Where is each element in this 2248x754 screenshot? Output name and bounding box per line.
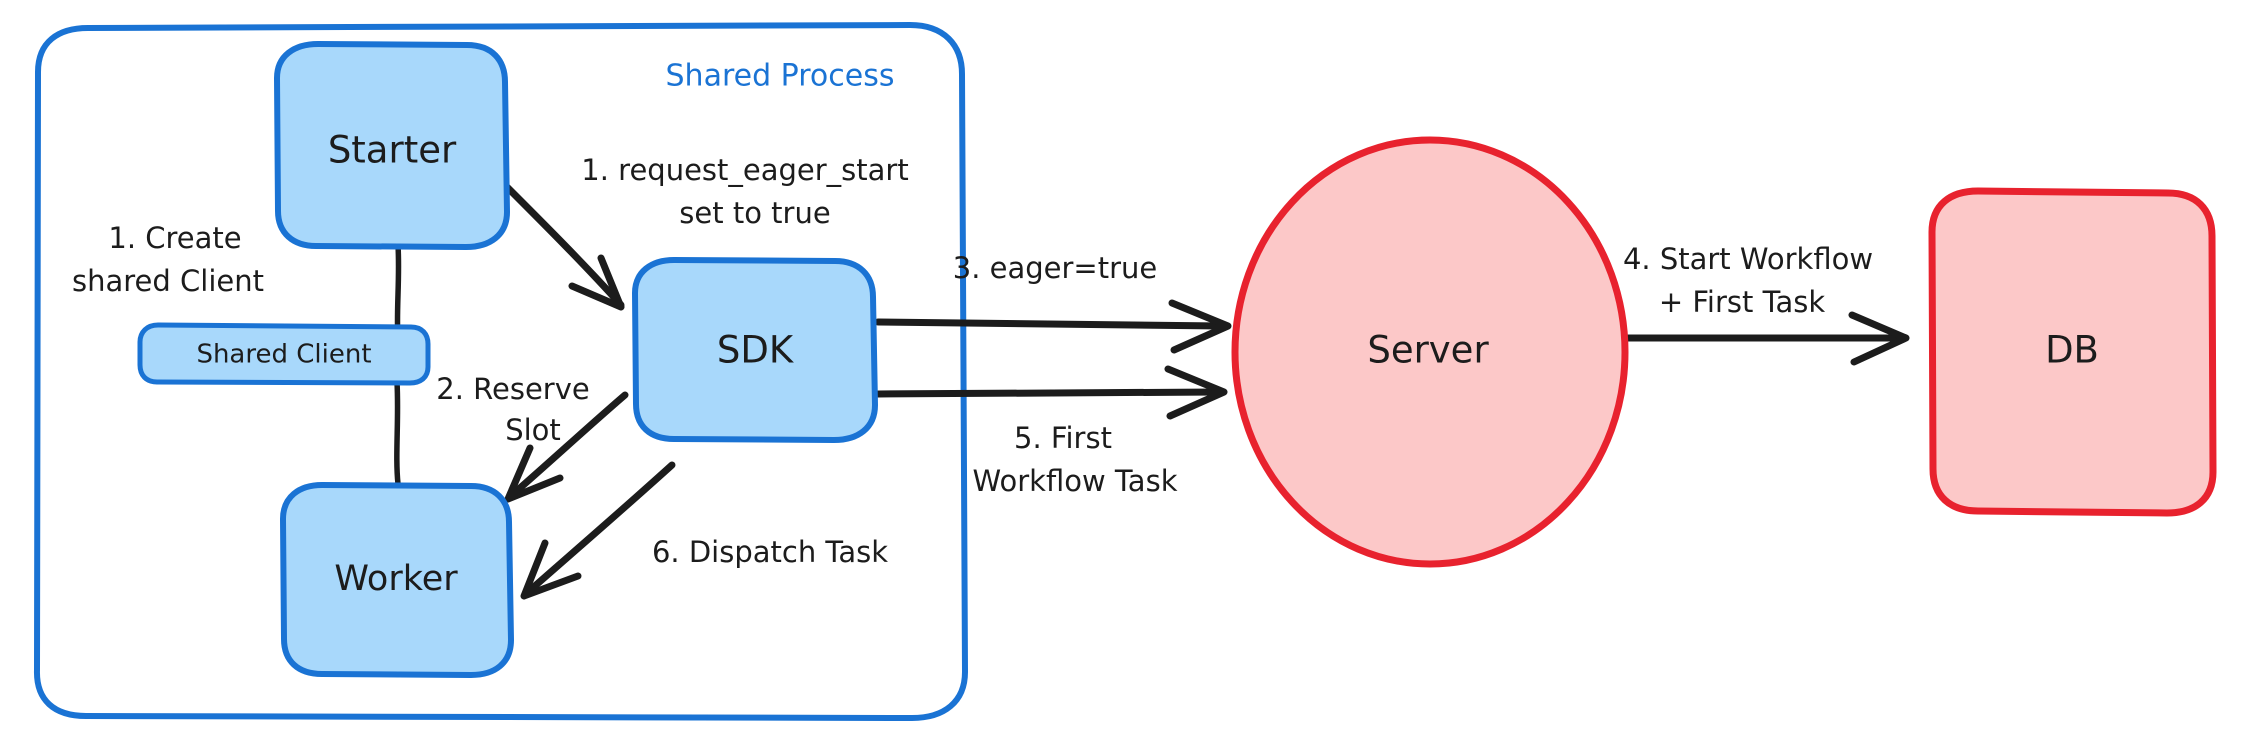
- node-server-label: Server: [1367, 329, 1489, 372]
- edge-eager-true-label: 3. eager=true: [953, 251, 1158, 285]
- edge-dispatch-task-arrowhead: [520, 539, 582, 600]
- node-shared-client-shape: [137, 322, 431, 386]
- node-db-label: DB: [2045, 329, 2099, 372]
- edge-eager-true: 3. eager=true: [874, 251, 1232, 354]
- edge-first-workflow-task-label-line1: 5. First: [1014, 421, 1112, 455]
- edge-eager-true-line: [874, 318, 1226, 330]
- edge-request-eager-start-label-line2: set to true: [679, 196, 830, 230]
- node-sdk-shape: [632, 257, 878, 443]
- node-server[interactable]: Server: [1231, 136, 1629, 568]
- edge-reserve-slot-arrowhead: [504, 444, 564, 503]
- node-db[interactable]: DB: [1928, 187, 2217, 517]
- edge-reserve-slot-label-line2: Slot: [505, 413, 561, 447]
- edge-start-workflow-label-line1: 4. Start Workflow: [1623, 242, 1873, 276]
- edge-dispatch-task: 6. Dispatch Task: [520, 461, 888, 600]
- node-starter[interactable]: Starter: [274, 41, 510, 250]
- edge-request-eager-start-label-line1: 1. request_eager_start: [581, 153, 908, 187]
- edge-request-eager-start-arrowhead: [568, 254, 625, 311]
- shared-process-title: Shared Process: [666, 59, 895, 94]
- edge-create-shared-client-label-line2: shared Client: [72, 264, 264, 298]
- edge-first-workflow-task-arrowhead: [1164, 365, 1228, 420]
- edge-start-workflow-label-line2: + First Task: [1659, 285, 1826, 319]
- edge-eager-true-arrowhead: [1168, 299, 1232, 354]
- edge-request-eager-start: 1. request_eager_start set to true: [501, 153, 909, 311]
- edge-first-workflow-task-line: [874, 388, 1222, 398]
- node-starter-shape: [274, 41, 510, 250]
- edge-create-shared-client: 1. Create shared Client: [72, 221, 402, 345]
- edge-client-worker-line: [394, 379, 401, 487]
- edge-request-eager-start-line: [501, 181, 625, 309]
- shared-process-border: [33, 22, 968, 721]
- node-starter-label: Starter: [328, 129, 457, 172]
- node-server-shape: [1231, 136, 1629, 568]
- node-shared-client-label: Shared Client: [196, 340, 371, 370]
- node-worker-shape: [280, 482, 514, 678]
- node-worker-label: Worker: [334, 559, 458, 599]
- edge-dispatch-task-line: [524, 461, 676, 596]
- edge-reserve-slot-line: [508, 391, 629, 499]
- edge-create-shared-client-label-line1: 1. Create: [108, 221, 241, 255]
- edge-reserve-slot: 2. Reserve Slot: [436, 372, 629, 503]
- edge-start-workflow-arrowhead: [1848, 311, 1910, 366]
- edge-dispatch-task-label: 6. Dispatch Task: [652, 535, 888, 569]
- node-db-shape: [1928, 187, 2217, 517]
- edge-first-workflow-task: 5. First Workflow Task: [874, 365, 1228, 498]
- node-shared-client[interactable]: Shared Client: [137, 322, 431, 386]
- edge-client-worker: [394, 379, 401, 487]
- node-worker[interactable]: Worker: [280, 482, 514, 678]
- edge-start-workflow: 4. Start Workflow + First Task: [1623, 242, 1910, 366]
- group-shared-process: Shared Process: [33, 22, 968, 721]
- edge-reserve-slot-label-line1: 2. Reserve: [436, 372, 589, 406]
- edge-first-workflow-task-label-line2: Workflow Task: [973, 464, 1178, 498]
- node-sdk[interactable]: SDK: [632, 257, 878, 443]
- node-sdk-label: SDK: [717, 329, 795, 372]
